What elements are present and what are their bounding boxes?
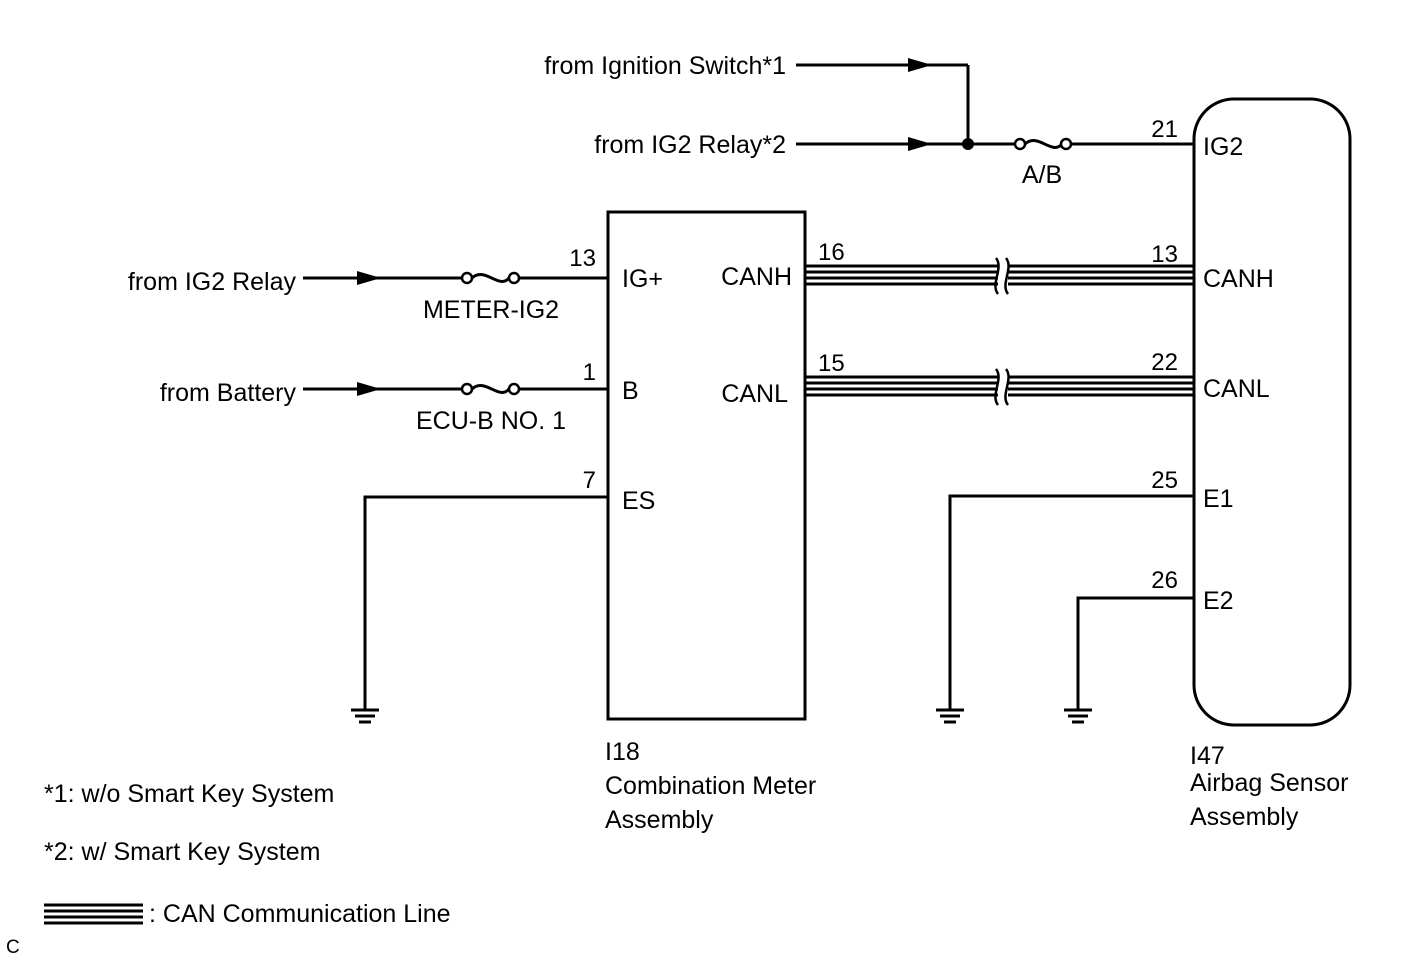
airbag-ground-e2: 26 (1064, 567, 1194, 724)
fuse-ab-label: A/B (1022, 161, 1062, 189)
fuse-ecu-b-icon (460, 382, 521, 396)
meter-battery-feed: from Battery ECU-B NO. 1 1 (160, 359, 608, 435)
airbag-sensor: IG2 CANH CANL E1 E2 I47 Airbag Sensor As… (1190, 97, 1352, 831)
note-2: *2: w/ Smart Key System (44, 838, 320, 866)
arrow-icon (357, 382, 381, 396)
terminal-es: ES (622, 487, 655, 515)
airbag-id: I47 (1190, 742, 1225, 770)
airbag-sensor-box (1192, 97, 1352, 727)
meter-ground: 7 (351, 467, 608, 724)
arrow-icon (908, 58, 932, 72)
can-legend-icon (44, 903, 143, 925)
pin-16-meter: 16 (818, 239, 845, 266)
ig2-relay-label: from IG2 Relay (128, 268, 297, 296)
meter-name-line1: Combination Meter (605, 772, 816, 800)
pin-21: 21 (1151, 116, 1178, 143)
pin-22-airbag: 22 (1151, 349, 1178, 376)
fuse-ecu-b-label: ECU-B NO. 1 (416, 407, 566, 435)
terminal-canl-meter: CANL (721, 380, 788, 408)
pin-7-meter: 7 (583, 467, 596, 494)
can-legend-label: : CAN Communication Line (149, 900, 451, 928)
combination-meter: IG+ B ES CANH CANL I18 Combination Meter… (605, 210, 816, 834)
ignition-switch-label: from Ignition Switch*1 (544, 52, 786, 80)
airbag-name-line2: Assembly (1190, 803, 1299, 831)
meter-ig-feed: from IG2 Relay METER-IG2 13 (128, 245, 608, 324)
notes: *1: w/o Smart Key System *2: w/ Smart Ke… (6, 780, 451, 958)
airbag-ground-e1: 25 (936, 467, 1194, 724)
line-break-icon (994, 257, 1010, 295)
meter-name-line2: Assembly (605, 806, 714, 834)
pin-25-airbag: 25 (1151, 467, 1178, 494)
terminal-canh-meter: CANH (721, 263, 792, 291)
ground-icon (1064, 708, 1092, 724)
ground-icon (351, 708, 379, 724)
note-1: *1: w/o Smart Key System (44, 780, 334, 808)
pin-1-meter: 1 (583, 359, 596, 386)
ig2-relay-2-label: from IG2 Relay*2 (594, 131, 786, 159)
battery-label: from Battery (160, 379, 297, 407)
pin-26-airbag: 26 (1151, 567, 1178, 594)
terminal-canl-airbag: CANL (1203, 375, 1270, 403)
arrow-icon (908, 137, 932, 151)
fuse-meter-ig2-icon (460, 271, 521, 285)
ignition-feed: from Ignition Switch*1 from IG2 Relay*2 … (544, 52, 1194, 189)
terminal-ig-plus: IG+ (622, 265, 663, 293)
can-high-line: 16 13 (805, 239, 1194, 295)
ground-icon (936, 708, 964, 724)
terminal-b: B (622, 377, 639, 405)
arrow-icon (357, 271, 381, 285)
combination-meter-box (606, 210, 807, 721)
line-break-icon (994, 368, 1010, 406)
can-low-line: 15 22 (805, 349, 1194, 406)
pin-15-meter: 15 (818, 350, 845, 377)
airbag-name-line1: Airbag Sensor (1190, 769, 1348, 797)
junction-dot (962, 138, 974, 150)
meter-id: I18 (605, 738, 640, 766)
terminal-canh-airbag: CANH (1203, 265, 1274, 293)
fuse-ab-icon (1013, 137, 1073, 151)
terminal-ig2: IG2 (1203, 133, 1243, 161)
pin-13-airbag: 13 (1151, 241, 1178, 268)
terminal-e2: E2 (1203, 587, 1234, 615)
pin-13-meter: 13 (569, 245, 596, 272)
corner-mark: C (6, 937, 20, 958)
fuse-meter-ig2-label: METER-IG2 (423, 296, 559, 324)
terminal-e1: E1 (1203, 485, 1234, 513)
